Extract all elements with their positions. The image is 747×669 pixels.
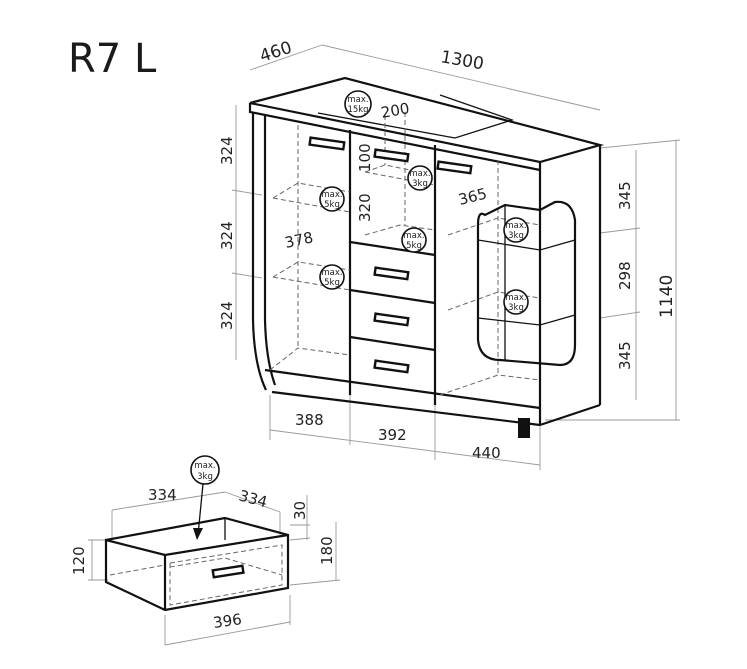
svg-text:3kg: 3kg xyxy=(508,231,524,241)
svg-text:3kg: 3kg xyxy=(508,303,524,313)
door-handles xyxy=(308,136,473,374)
svg-text:max.: max. xyxy=(403,231,424,241)
middle-gap-label: 320 xyxy=(356,193,374,222)
load-badge-top: max.15kg xyxy=(344,90,372,118)
load-badge-left-shelf-1: max.5kg xyxy=(319,186,345,212)
drawer-drawing xyxy=(88,483,341,646)
right-height-2: 298 xyxy=(616,261,634,290)
height-label: 1140 xyxy=(657,275,677,318)
load-badge-middle-shelf: max.3kg xyxy=(407,165,433,191)
svg-text:max.: max. xyxy=(505,221,526,231)
svg-text:15kg: 15kg xyxy=(347,105,368,115)
bottom-width-1: 388 xyxy=(295,411,324,429)
svg-text:max.: max. xyxy=(321,190,342,200)
load-badge-middle-bottom: max.5kg xyxy=(401,227,427,253)
svg-text:3kg: 3kg xyxy=(197,472,213,482)
right-height-3: 345 xyxy=(616,341,634,370)
width-label: 1300 xyxy=(439,47,485,74)
depth-label: 460 xyxy=(257,38,294,67)
product-title: R7 L xyxy=(68,36,157,82)
drawer-width-label: 334 xyxy=(148,486,177,504)
left-height-1: 324 xyxy=(218,136,236,165)
load-badge-open-shelf-1: max.3kg xyxy=(503,217,529,243)
drawer-top-gap-label: 30 xyxy=(291,501,309,520)
svg-text:5kg: 5kg xyxy=(406,241,422,251)
svg-text:max.: max. xyxy=(194,461,215,471)
load-badge-left-shelf-2: max.5kg xyxy=(319,264,345,290)
left-shelf-depth-label: 378 xyxy=(283,228,315,252)
cabinet-drawing xyxy=(248,76,605,438)
svg-text:max.: max. xyxy=(347,95,368,105)
svg-text:5kg: 5kg xyxy=(324,278,340,288)
load-badge-drawer: max.3kg xyxy=(190,455,220,485)
svg-text:max.: max. xyxy=(321,268,342,278)
svg-text:max.: max. xyxy=(409,169,430,179)
left-height-3: 324 xyxy=(218,301,236,330)
svg-text:max.: max. xyxy=(505,293,526,303)
top-gap-label: 100 xyxy=(356,143,374,172)
right-shelf-depth-label: 365 xyxy=(457,184,489,208)
top-shelf-depth-label: 200 xyxy=(380,99,411,122)
drawer-depth-label: 334 xyxy=(237,486,269,511)
svg-text:3kg: 3kg xyxy=(412,179,428,189)
drawer-front-height-label: 180 xyxy=(318,536,336,565)
left-height-2: 324 xyxy=(218,221,236,250)
dimension-lines xyxy=(231,44,681,470)
right-height-1: 345 xyxy=(616,181,634,210)
bottom-width-3: 440 xyxy=(472,444,501,462)
drawer-front-width-label: 396 xyxy=(212,610,243,632)
drawer-box-height-label: 120 xyxy=(70,546,88,575)
svg-text:5kg: 5kg xyxy=(324,200,340,210)
load-badge-open-shelf-2: max.3kg xyxy=(503,289,529,315)
bottom-width-2: 392 xyxy=(378,426,407,444)
